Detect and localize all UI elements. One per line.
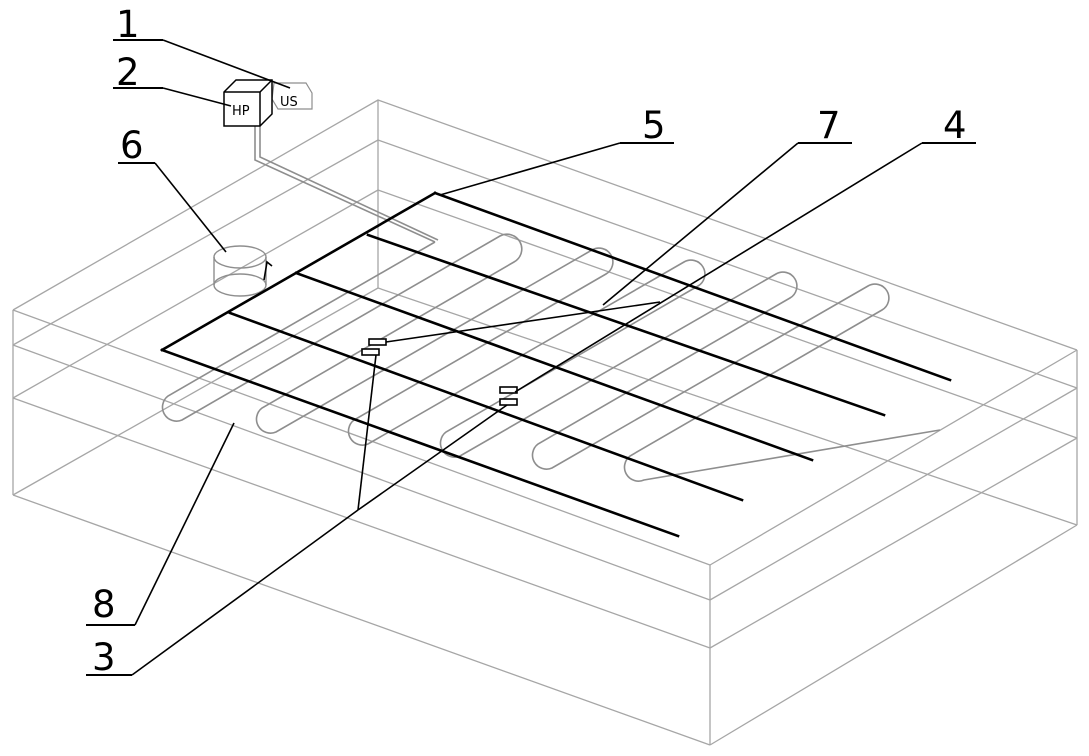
callout-6: 6 xyxy=(120,124,144,167)
hp-unit: HP xyxy=(223,79,273,127)
callout-labels: 1 2 3 4 5 6 7 8 xyxy=(92,3,967,679)
callout-3: 3 xyxy=(92,636,116,679)
callout-8: 8 xyxy=(92,583,116,626)
leader-lines xyxy=(86,39,976,676)
heating-mesh-grid xyxy=(160,191,952,538)
heat-pump-return-pipe xyxy=(259,125,439,241)
callout-4: 4 xyxy=(943,104,967,147)
callout-5: 5 xyxy=(642,104,666,147)
heat-pump-supply-pipe xyxy=(254,125,436,243)
callout-2: 2 xyxy=(116,51,140,94)
manifold-cylinder xyxy=(213,245,273,297)
sensors-upper xyxy=(361,338,387,356)
heating-pipe-serpentine xyxy=(161,233,941,482)
floor-slab-box xyxy=(12,99,1078,746)
hp-label: HP xyxy=(232,104,250,119)
callout-7: 7 xyxy=(817,104,841,147)
callout-1: 1 xyxy=(116,3,140,46)
us-label: US xyxy=(280,95,298,110)
us-unit: US xyxy=(271,82,313,110)
